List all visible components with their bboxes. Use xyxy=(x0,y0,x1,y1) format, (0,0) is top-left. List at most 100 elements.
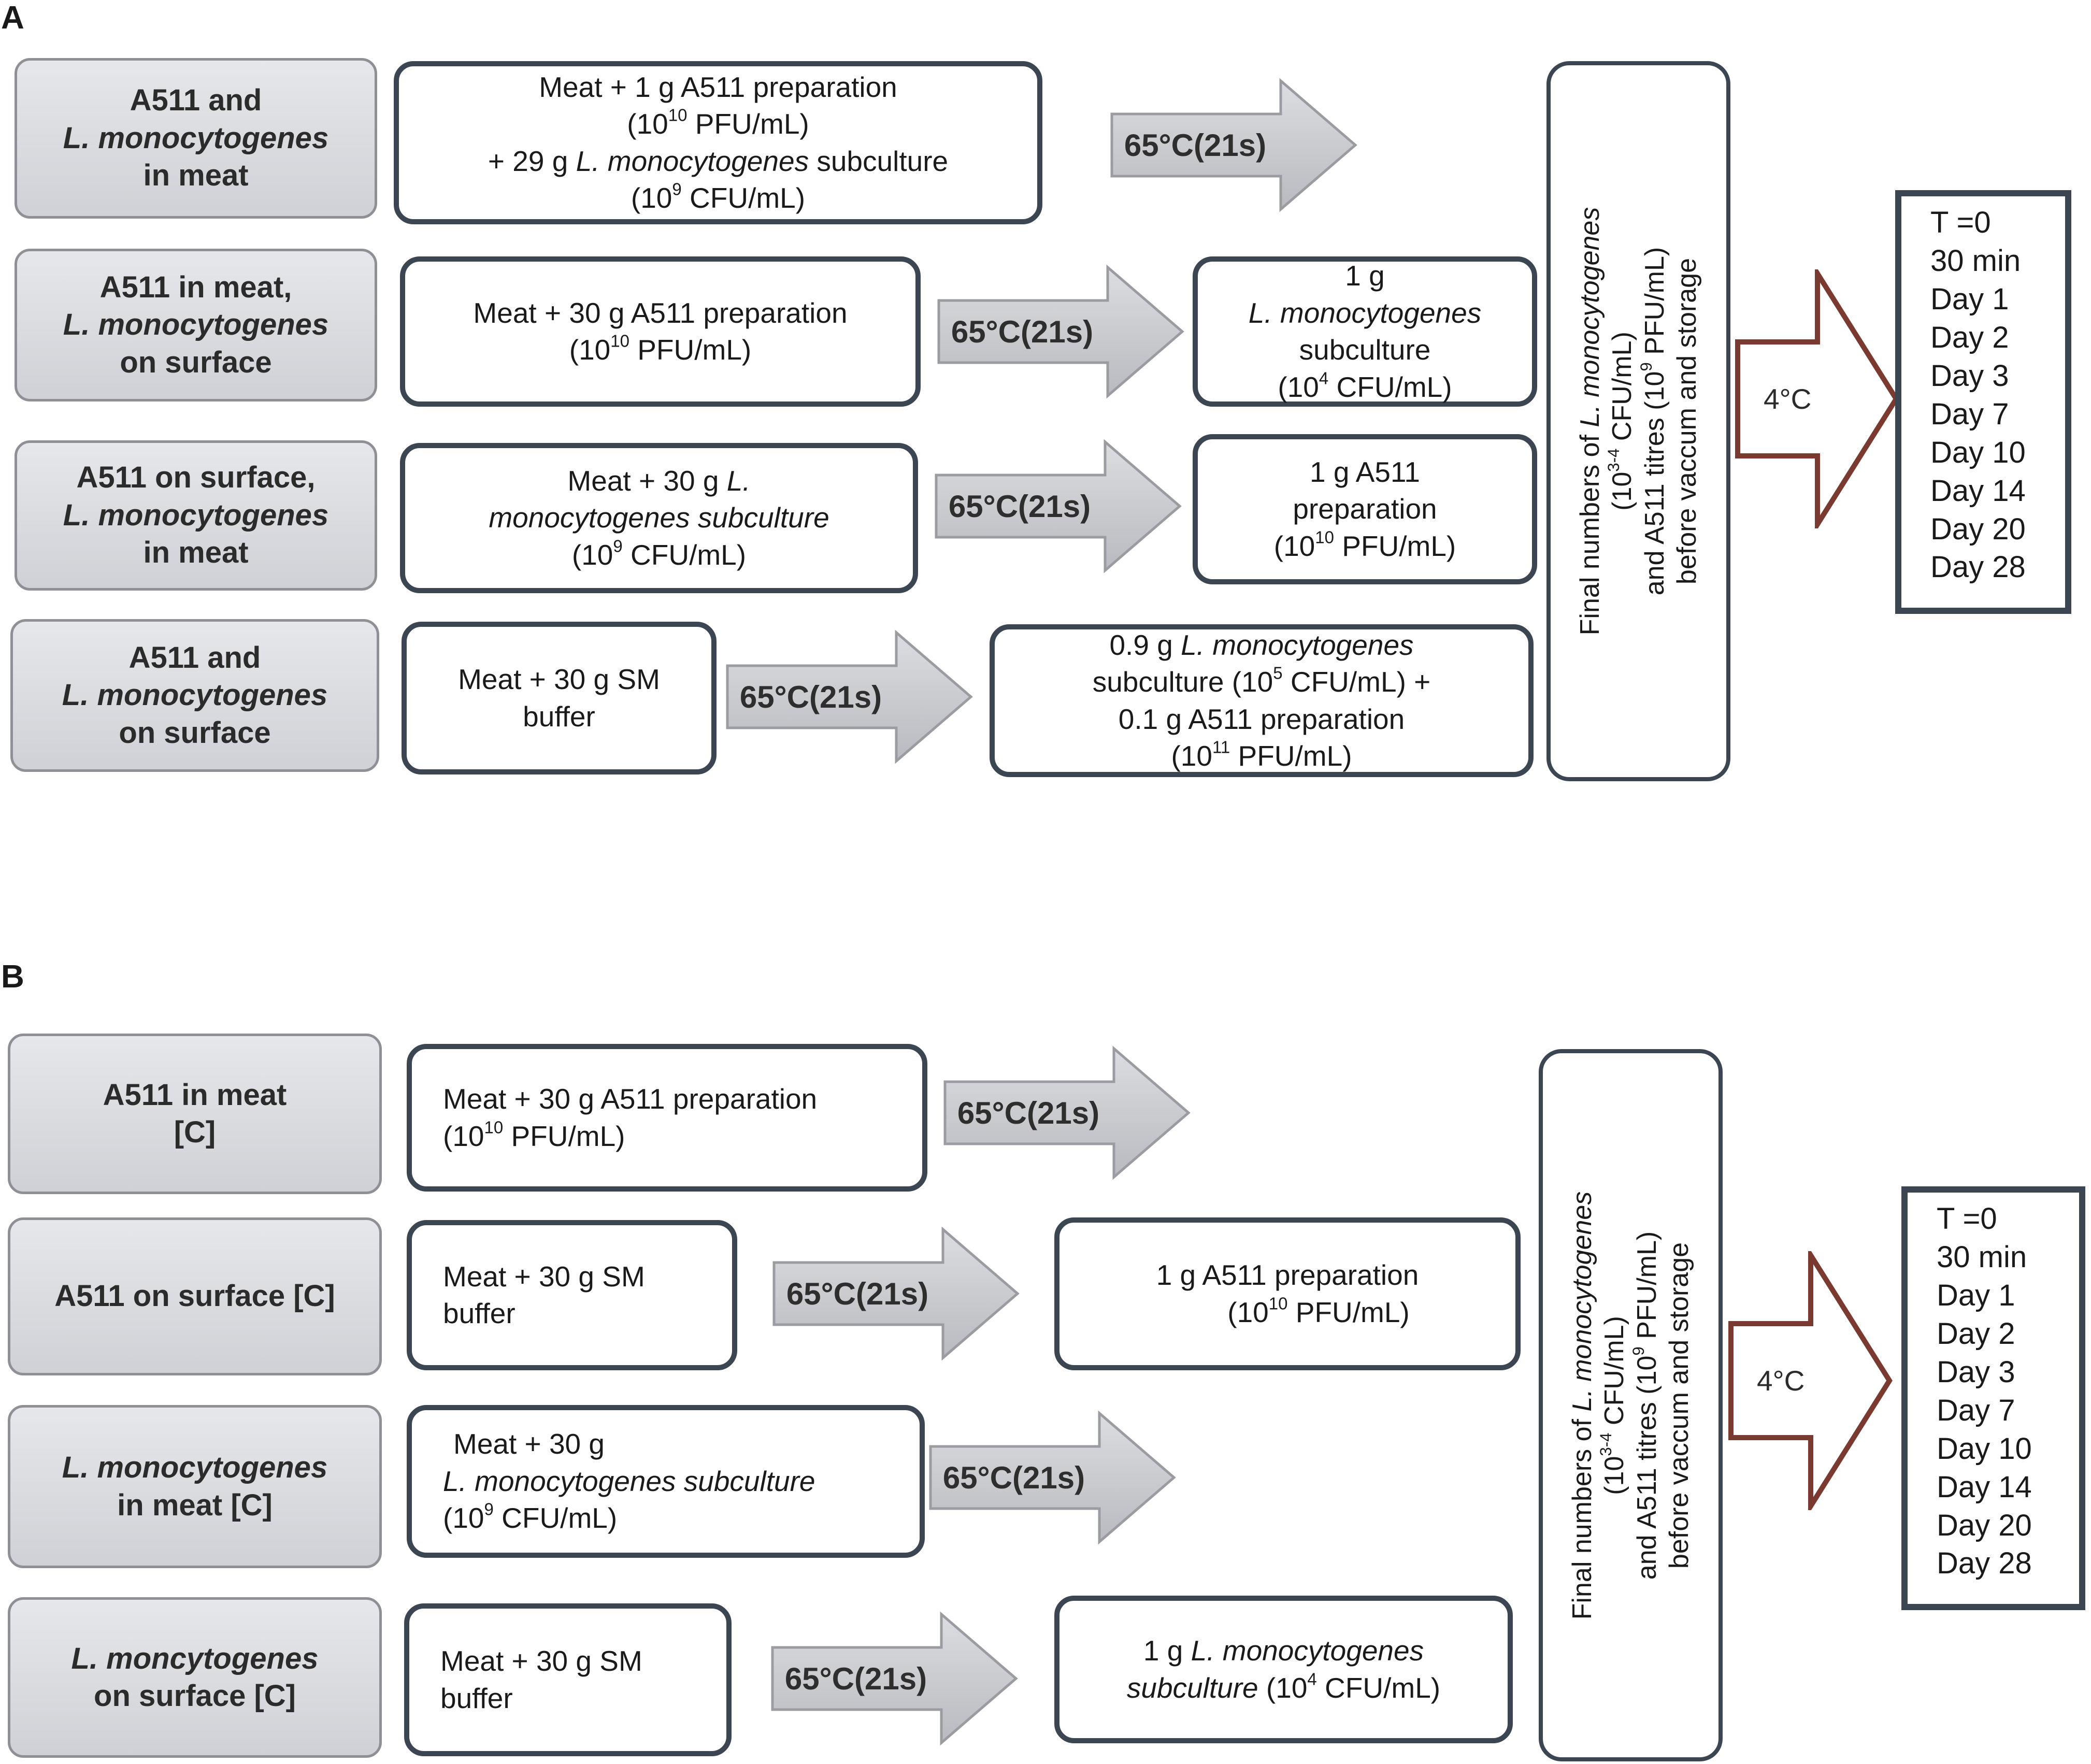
step-line: (109 CFU/mL) xyxy=(571,536,747,571)
preparation-step-box: Meat + 30 g L. monocytogenes subculture … xyxy=(400,443,918,593)
step-line: L. monocytogenes xyxy=(1248,296,1482,329)
sampling-time: Day 28 xyxy=(1930,550,2026,584)
step-line: buffer xyxy=(443,1297,515,1329)
final-measurement-text: Final numbers of L. monocytogenes (103-4… xyxy=(1574,207,1703,636)
step-line: 0.1 g A511 preparation xyxy=(1118,702,1405,735)
final-line: (103-4 CFU/mL) xyxy=(1596,1315,1630,1495)
storage-temp-text: 4°C xyxy=(1757,1365,1805,1397)
label-line: on surface xyxy=(119,715,271,750)
step-line: Meat + 30 g A511 preparation xyxy=(443,1083,818,1115)
sampling-time: Day 20 xyxy=(1930,512,2026,546)
heat-treatment-arrow: 65°C(21s) xyxy=(1110,78,1357,212)
step-line: (109 CFU/mL) xyxy=(631,179,806,214)
sampling-time: Day 20 xyxy=(1937,1508,2032,1542)
step-line: Meat + 30 g SM xyxy=(440,1645,642,1677)
inoculation-step-box: 1 g L. monocytogenes subculture (104 CFU… xyxy=(1054,1596,1513,1743)
preparation-step-box: Meat + 30 g SM buffer xyxy=(407,1220,737,1370)
inoculation-step-box: 1 g A511 preparation (1010 PFU/mL) xyxy=(1054,1217,1521,1370)
condition-label: L. monocytogenes in meat [C] xyxy=(8,1405,382,1568)
step-line: monocytogenes subculture xyxy=(489,501,829,534)
label-line: [C] xyxy=(174,1115,216,1149)
final-measurement-text: Final numbers of L. monocytogenes (103-4… xyxy=(1566,1191,1696,1619)
heat-treatment-arrow: 65°C(21s) xyxy=(772,1226,1020,1361)
sampling-time: Day 14 xyxy=(1930,474,2026,508)
preparation-step-box: Meat + 30 g A511 preparation (1010 PFU/m… xyxy=(407,1044,927,1192)
sampling-time: T =0 xyxy=(1937,1202,1997,1236)
step-line: Meat + 30 g L. xyxy=(567,464,751,497)
label-line: in meat [C] xyxy=(117,1488,273,1522)
heat-treatment-arrow: 65°C(21s) xyxy=(937,264,1184,399)
inoculation-step-box: 0.9 g L. monocytogenes subculture (105 C… xyxy=(990,624,1534,777)
condition-label: A511 and L. monocytogenes on surface xyxy=(10,619,379,772)
step-line: (1010 PFU/mL) xyxy=(443,1117,625,1152)
preparation-step-box: Meat + 1 g A511 preparation (1010 PFU/mL… xyxy=(394,61,1042,224)
step-line: Meat + 30 g A511 preparation xyxy=(473,296,848,329)
label-line: A511 in meat xyxy=(103,1078,287,1112)
storage-temp-text: 4°C xyxy=(1764,383,1812,415)
step-line: Meat + 30 g xyxy=(453,1428,605,1460)
condition-label: A511 in meat, L. monocytogenes on surfac… xyxy=(15,249,377,401)
panel-letter: B xyxy=(1,959,24,995)
label-line: L. monocytogenes xyxy=(62,1451,328,1484)
step-line: buffer xyxy=(523,700,595,733)
condition-label: A511 and L. monocytogenes in meat xyxy=(15,58,377,219)
step-line: preparation xyxy=(1293,493,1437,525)
step-line: Meat + 30 g SM xyxy=(458,663,660,695)
condition-label: A511 in meat [C] xyxy=(8,1034,382,1194)
label-line: in meat xyxy=(143,536,249,570)
sampling-time: T =0 xyxy=(1930,206,1991,239)
heat-treatment-arrow: 65°C(21s) xyxy=(934,439,1182,573)
step-line: + 29 g L. monocytogenes subculture xyxy=(488,145,949,177)
arrow-label: 65°C(21s) xyxy=(786,1276,929,1311)
storage-arrow: 4°C xyxy=(1735,264,1900,534)
label-line: A511 and xyxy=(130,83,262,118)
step-line: subculture (104 CFU/mL) xyxy=(1126,1669,1441,1704)
condition-label: A511 on surface [C] xyxy=(8,1217,382,1375)
storage-arrow: 4°C xyxy=(1728,1246,1894,1515)
heat-treatment-arrow: 65°C(21s) xyxy=(943,1045,1191,1180)
step-line: L. monocytogenes subculture xyxy=(443,1465,815,1497)
step-line: (109 CFU/mL) xyxy=(443,1499,618,1534)
arrow-label: 65°C(21s) xyxy=(951,314,1094,349)
condition-label: L. moncytogenes on surface [C] xyxy=(8,1597,382,1758)
sampling-time: Day 10 xyxy=(1937,1431,2032,1466)
step-line: (1010 PFU/mL) xyxy=(627,105,809,140)
sampling-time: Day 1 xyxy=(1937,1278,2015,1312)
sampling-time: 30 min xyxy=(1937,1240,2027,1274)
final-line: and A511 titres (109 PFU/mL) xyxy=(1637,247,1670,596)
heat-treatment-arrow: 65°C(21s) xyxy=(928,1410,1176,1545)
step-line: 1 g L. monocytogenes xyxy=(1143,1634,1424,1667)
final-line: (103-4 CFU/mL) xyxy=(1604,332,1638,511)
panel-letter: A xyxy=(1,0,24,36)
sampling-time: Day 3 xyxy=(1937,1355,2015,1389)
label-line: in meat xyxy=(143,159,249,193)
arrow-label: 65°C(21s) xyxy=(739,679,882,714)
label-line: on surface [C] xyxy=(94,1679,296,1713)
arrow-label: 65°C(21s) xyxy=(1124,127,1267,163)
preparation-step-box: Meat + 30 g L. monocytogenes subculture … xyxy=(407,1405,925,1558)
label-line: A511 in meat, xyxy=(99,270,292,304)
step-line: 1 g A511 preparation xyxy=(1156,1259,1419,1291)
step-line: (1010 PFU/mL) xyxy=(1227,1293,1410,1328)
final-line: and A511 titres (109 PFU/mL) xyxy=(1629,1231,1662,1580)
step-line: (1010 PFU/mL) xyxy=(1273,527,1456,562)
sampling-times-box: T =0 30 min Day 1 Day 2 Day 3 Day 7 Day … xyxy=(1901,1186,2085,1610)
inoculation-step-box: 1 g L. monocytogenes subculture (104 CFU… xyxy=(1193,256,1537,407)
inoculation-step-box: 1 g A511 preparation (1010 PFU/mL) xyxy=(1193,434,1537,584)
label-line: L. monocytogenes xyxy=(63,498,329,532)
preparation-step-box: Meat + 30 g SM buffer xyxy=(402,622,717,775)
step-line: (104 CFU/mL) xyxy=(1278,368,1452,403)
final-line: Final numbers of L. monocytogenes xyxy=(1574,207,1605,636)
step-line: Meat + 1 g A511 preparation xyxy=(539,70,897,103)
label-line: L. monocytogenes xyxy=(62,678,328,712)
arrow-label: 65°C(21s) xyxy=(957,1095,1100,1130)
sampling-times-box: T =0 30 min Day 1 Day 2 Day 3 Day 7 Day … xyxy=(1895,190,2071,614)
sampling-time: 30 min xyxy=(1930,243,2021,278)
label-line: A511 on surface [C] xyxy=(54,1279,335,1313)
arrow-label: 65°C(21s) xyxy=(948,489,1091,524)
sampling-time: Day 28 xyxy=(1937,1546,2032,1581)
label-line: A511 and xyxy=(128,640,261,675)
step-line: (1010 PFU/mL) xyxy=(569,331,752,366)
label-line: L. moncytogenes xyxy=(71,1641,319,1675)
storage-temperature: 4°C xyxy=(1757,1364,1804,1397)
